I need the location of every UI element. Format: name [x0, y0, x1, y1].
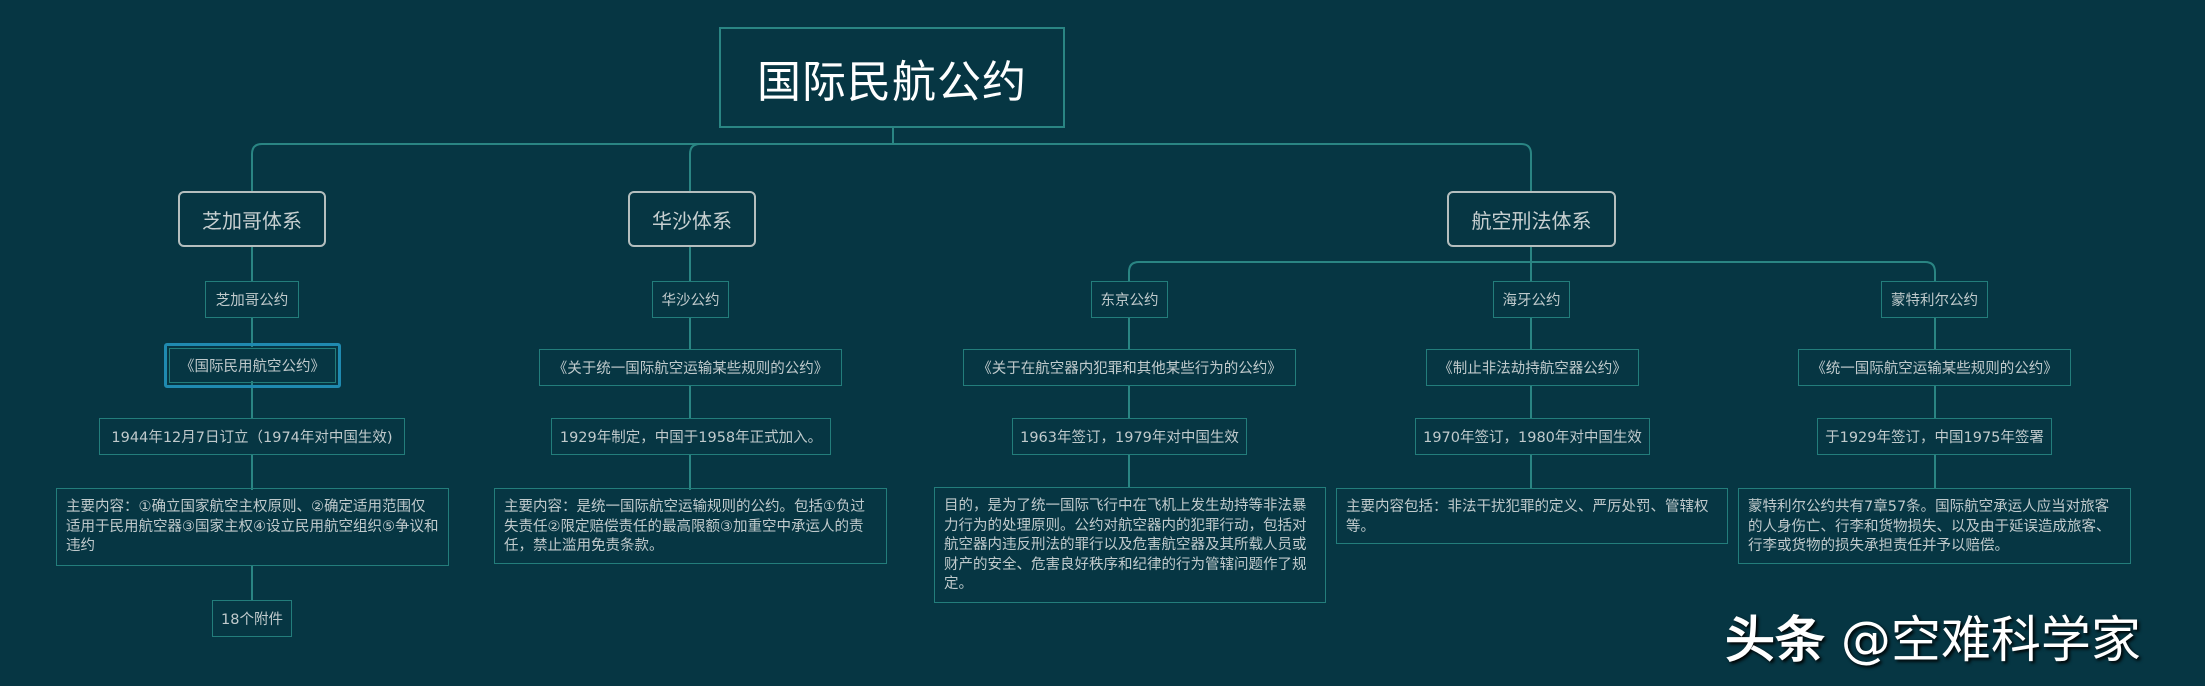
node-label: 《关于统一国际航空运输某些规则的公约》	[552, 361, 829, 377]
convention-name-tokyo[interactable]: 东京公约	[1091, 281, 1168, 318]
node-label: 1929年制定，中国于1958年正式加入。	[559, 430, 823, 446]
watermark: 头条 @空难科学家	[1725, 600, 2141, 672]
node-label: 1963年签订，1979年对中国生效	[1020, 430, 1239, 446]
node-label: 《关于在航空器内犯罪和其他某些行为的公约》	[977, 361, 1282, 377]
branch-aviation-criminal-law-system[interactable]: 航空刑法体系	[1447, 191, 1616, 247]
branch-title: 华沙体系	[652, 208, 732, 233]
convention-dates-chicago[interactable]: 1944年12月7日订立（1974年对中国生效)	[99, 418, 405, 455]
node-label: 《统一国际航空运输某些规则的公约》	[1811, 361, 2058, 377]
convention-content-tokyo[interactable]: 目的，是为了统一国际飞行中在飞机上发生劫持等非法暴力行为的处理原则。公约对航空器…	[934, 487, 1326, 603]
convention-name-chicago[interactable]: 芝加哥公约	[205, 281, 299, 318]
node-label: 《国际民用航空公约》	[180, 359, 325, 375]
root-node[interactable]: 国际民航公约	[719, 27, 1065, 128]
branch-chicago-system[interactable]: 芝加哥体系	[178, 191, 326, 247]
convention-full-title-chicago[interactable]: 《国际民用航空公约》	[169, 348, 336, 383]
node-label: 主要内容包括：非法干扰犯罪的定义、严厉处罚、管辖权等。	[1346, 499, 1709, 535]
node-label: 《制止非法劫持航空器公约》	[1438, 361, 1627, 377]
node-label: 蒙特利尔公约	[1891, 293, 1978, 309]
convention-dates-tokyo[interactable]: 1963年签订，1979年对中国生效	[1012, 418, 1247, 455]
node-label: 1944年12月7日订立（1974年对中国生效)	[111, 430, 393, 446]
root-title: 国际民航公约	[757, 56, 1027, 108]
node-label: 华沙公约	[661, 293, 720, 309]
node-label: 于1929年签订，中国1975年签署	[1825, 430, 2044, 446]
convention-dates-warsaw[interactable]: 1929年制定，中国于1958年正式加入。	[551, 418, 831, 455]
node-label: 蒙特利尔公约共有7章57条。国际航空承运人应当对旅客的人身伤亡、行李和货物损失、…	[1748, 499, 2111, 554]
convention-dates-montreal[interactable]: 于1929年签订，中国1975年签署	[1817, 418, 2052, 455]
watermark-handle: @空难科学家	[1840, 611, 2141, 669]
convention-full-title-warsaw[interactable]: 《关于统一国际航空运输某些规则的公约》	[539, 349, 842, 386]
convention-full-title-tokyo[interactable]: 《关于在航空器内犯罪和其他某些行为的公约》	[963, 349, 1296, 386]
watermark-brand: 头条	[1725, 611, 1825, 669]
branch-title: 航空刑法体系	[1471, 208, 1592, 233]
node-label: 海牙公约	[1502, 293, 1561, 309]
node-label: 主要内容：是统一国际航空运输规则的公约。包括①负过失责任②限定赔偿责任的最高限额…	[504, 499, 865, 554]
convention-name-montreal[interactable]: 蒙特利尔公约	[1881, 281, 1988, 318]
convention-name-warsaw[interactable]: 华沙公约	[652, 281, 729, 318]
convention-full-title-montreal[interactable]: 《统一国际航空运输某些规则的公约》	[1798, 349, 2071, 386]
branch-warsaw-system[interactable]: 华沙体系	[628, 191, 756, 247]
convention-full-title-hague[interactable]: 《制止非法劫持航空器公约》	[1426, 349, 1639, 386]
node-label: 目的，是为了统一国际飞行中在飞机上发生劫持等非法暴力行为的处理原则。公约对航空器…	[944, 498, 1307, 592]
node-label: 1970年签订，1980年对中国生效	[1423, 430, 1642, 446]
convention-content-warsaw[interactable]: 主要内容：是统一国际航空运输规则的公约。包括①负过失责任②限定赔偿责任的最高限额…	[494, 488, 887, 564]
node-label: 18个附件	[221, 612, 283, 628]
convention-annexes-chicago[interactable]: 18个附件	[212, 600, 292, 637]
convention-content-hague[interactable]: 主要内容包括：非法干扰犯罪的定义、严厉处罚、管辖权等。	[1336, 488, 1728, 544]
convention-name-hague[interactable]: 海牙公约	[1493, 281, 1570, 318]
node-label: 东京公约	[1100, 293, 1159, 309]
convention-dates-hague[interactable]: 1970年签订，1980年对中国生效	[1415, 418, 1650, 455]
selection-highlight	[164, 343, 341, 388]
convention-content-chicago[interactable]: 主要内容：①确立国家航空主权原则、②确定适用范围仅适用于民用航空器③国家主权④设…	[56, 488, 449, 566]
branch-title: 芝加哥体系	[202, 208, 302, 233]
node-label: 芝加哥公约	[215, 293, 289, 309]
node-label: 主要内容：①确立国家航空主权原则、②确定适用范围仅适用于民用航空器③国家主权④设…	[66, 499, 439, 554]
convention-content-montreal[interactable]: 蒙特利尔公约共有7章57条。国际航空承运人应当对旅客的人身伤亡、行李和货物损失、…	[1738, 488, 2131, 564]
